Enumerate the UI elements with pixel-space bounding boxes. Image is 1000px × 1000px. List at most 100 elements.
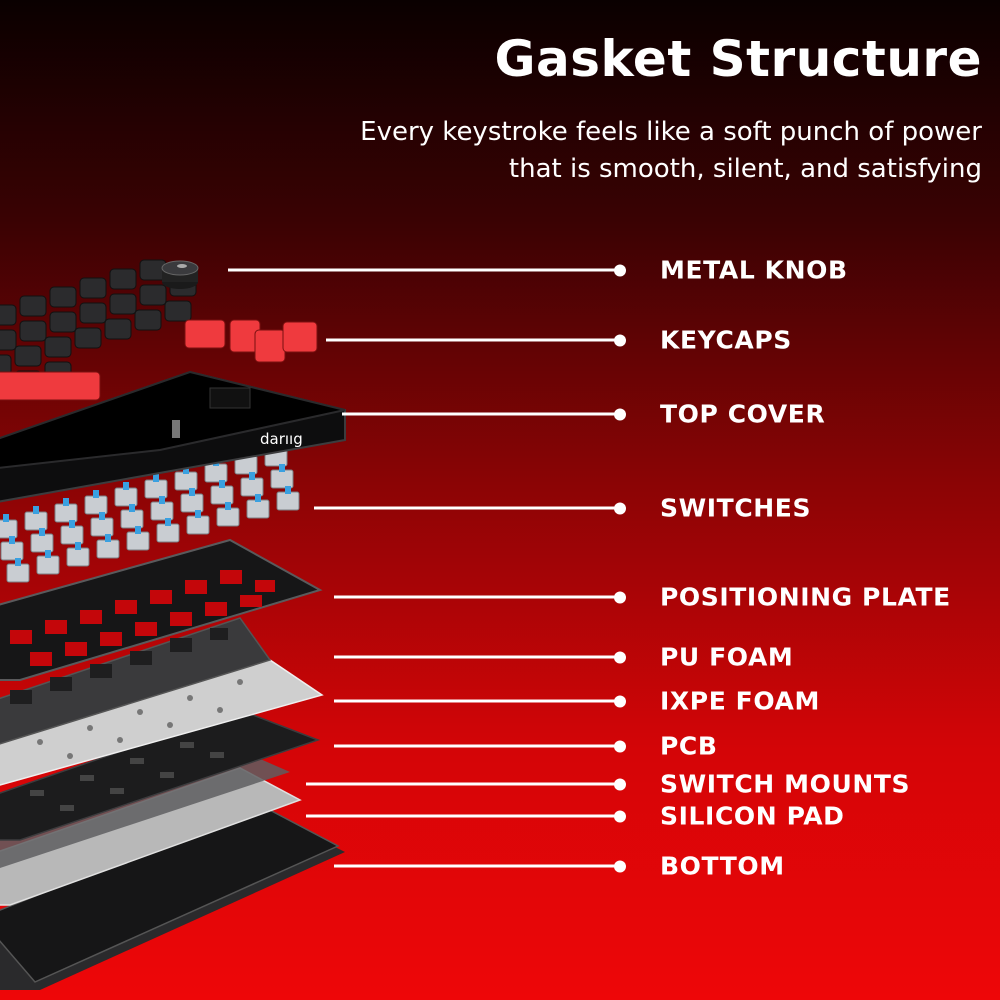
- keycap: [0, 329, 17, 351]
- keycap: [139, 284, 167, 306]
- keycap: [44, 336, 72, 358]
- switch: [0, 541, 24, 561]
- switch: [204, 463, 228, 483]
- positioning-plate-label: POSITIONING PLATE: [660, 582, 951, 612]
- keycaps-leader-line: [326, 334, 626, 346]
- switch: [0, 519, 18, 539]
- switch-stem: [165, 518, 171, 526]
- top-cover-label: TOP COVER: [660, 399, 826, 429]
- switch: [24, 511, 48, 531]
- keycap: [49, 311, 77, 333]
- silicon-pad-leader-dot: [614, 810, 626, 822]
- switch: [246, 499, 270, 519]
- switch: [240, 477, 264, 497]
- switch-stem: [63, 498, 69, 506]
- pu-foam-leader-line: [334, 651, 626, 663]
- positioning-plate-leader-dot: [614, 591, 626, 603]
- switch: [54, 503, 78, 523]
- switch-stem: [285, 486, 291, 494]
- switch: [156, 523, 180, 543]
- keycap: [79, 302, 107, 324]
- pcb-leader-dot: [614, 740, 626, 752]
- silicon-pad-leader-line: [306, 810, 626, 822]
- switch: [210, 485, 234, 505]
- metal-knob-label: METAL KNOB: [660, 255, 848, 285]
- positioning-plate-layer: [0, 538, 323, 681]
- switches-leader-dot: [614, 502, 626, 514]
- switch-stem: [153, 474, 159, 482]
- switch-stem: [183, 466, 189, 474]
- switch-stem: [33, 506, 39, 514]
- keycap: [164, 300, 192, 322]
- switches-label: SWITCHES: [660, 493, 812, 523]
- switch-mounts-layer: [0, 748, 290, 868]
- keycap-accent: [184, 319, 226, 349]
- switch: [186, 515, 210, 535]
- switch: [60, 525, 84, 545]
- switch-stem: [255, 494, 261, 502]
- switches-leader-line: [314, 502, 626, 514]
- pu-foam-label: PU FOAM: [660, 642, 794, 672]
- metal-knob: [161, 260, 199, 289]
- switch: [84, 495, 108, 515]
- pu-foam-layer: [0, 617, 272, 745]
- switch-stem: [15, 558, 21, 566]
- switch: [180, 493, 204, 513]
- switch-stem: [9, 536, 15, 544]
- switch-stem: [69, 520, 75, 528]
- keycap: [14, 345, 42, 367]
- keycap: [74, 327, 102, 349]
- switch-stem: [39, 528, 45, 536]
- keycap-accent: [254, 329, 286, 363]
- switch: [36, 555, 60, 575]
- switches-layer: [0, 442, 300, 583]
- switch-stem: [129, 504, 135, 512]
- switch-stem: [123, 482, 129, 490]
- pu-foam-leader-dot: [614, 651, 626, 663]
- pcb-label: PCB: [660, 731, 718, 761]
- keycap: [104, 318, 132, 340]
- keycaps-label: KEYCAPS: [660, 325, 792, 355]
- keycap-accent: [282, 321, 318, 353]
- switch-stem: [3, 514, 9, 522]
- keycaps-layer: [0, 259, 318, 401]
- keycap: [49, 286, 77, 308]
- bottom-label: BOTTOM: [660, 851, 785, 881]
- switch: [6, 563, 30, 583]
- silicon-pad-label: SILICON PAD: [660, 801, 845, 831]
- switch-stem: [225, 502, 231, 510]
- switch-stem: [105, 534, 111, 542]
- bottom-leader-dot: [614, 860, 626, 872]
- switch-stem: [195, 510, 201, 518]
- switch-mounts-leader-dot: [614, 778, 626, 790]
- keycap: [134, 309, 162, 331]
- switch: [90, 517, 114, 537]
- keycap-accent: [0, 371, 101, 401]
- keycap: [0, 354, 12, 376]
- metal-knob-leader-line: [228, 264, 626, 276]
- switch: [216, 507, 240, 527]
- switch: [66, 547, 90, 567]
- pcb-leader-line: [334, 740, 626, 752]
- switch: [150, 501, 174, 521]
- switch: [276, 491, 300, 511]
- switch: [270, 469, 294, 489]
- top-cover-layer: darııg: [0, 370, 346, 503]
- switch-stem: [135, 526, 141, 534]
- page-title: Gasket Structure: [494, 30, 982, 88]
- subtitle-line-2: that is smooth, silent, and satisfying: [508, 154, 982, 184]
- page-subtitle: Every keystroke feels like a soft punch …: [262, 114, 982, 188]
- switch-stem: [45, 550, 51, 558]
- switch-stem: [279, 464, 285, 472]
- keycap: [0, 304, 17, 326]
- switch: [96, 539, 120, 559]
- subtitle-line-1: Every keystroke feels like a soft punch …: [360, 117, 982, 147]
- top-cover-leader-dot: [614, 408, 626, 420]
- keycap: [19, 320, 47, 342]
- brand-logo: darııg: [260, 430, 303, 448]
- top-cover-leader-line: [342, 408, 626, 420]
- bottom-leader-line: [334, 860, 626, 872]
- switch-stem: [189, 488, 195, 496]
- switch-stem: [249, 472, 255, 480]
